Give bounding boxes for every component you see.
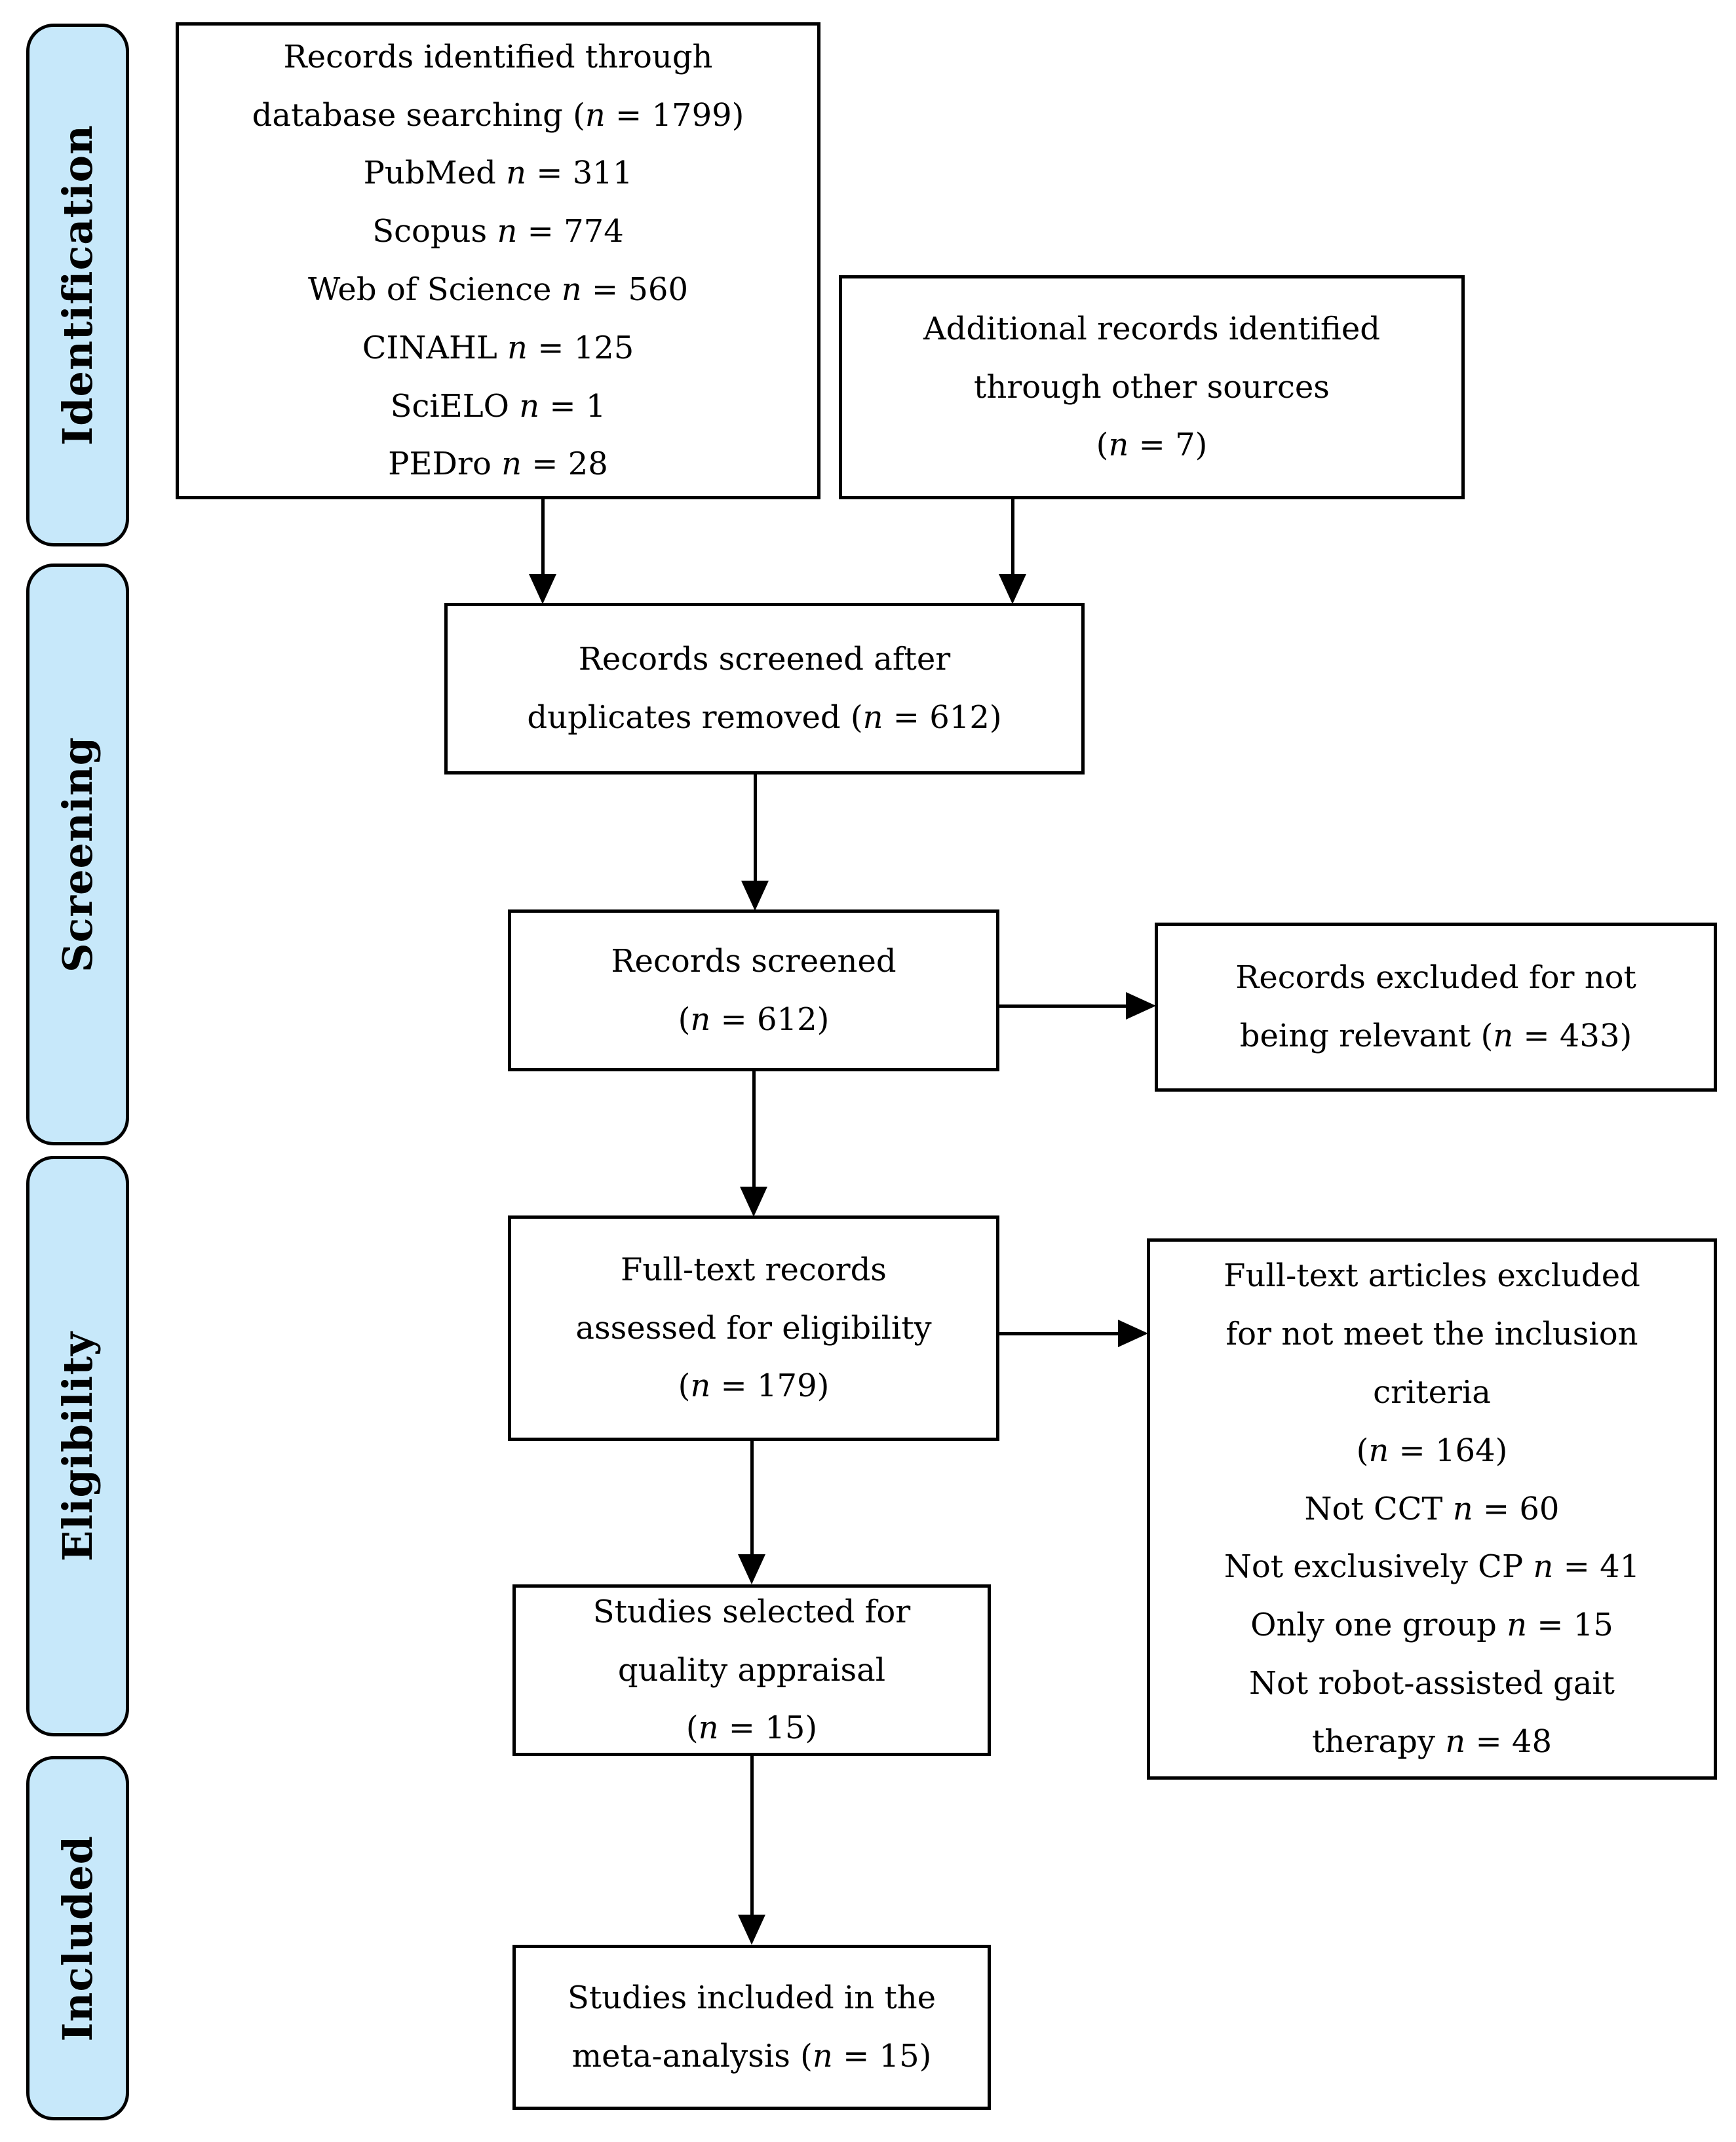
connector-quality-to-included [750,1756,754,1917]
stage-screening: Screening [26,564,129,1145]
stage-identification: Identification [26,24,129,546]
stage-included: Included [26,1756,129,2120]
stage-eligibility: Eligibility [26,1156,129,1736]
stage-included-label: Included [54,1835,102,2042]
connector-screened-to-excluded [999,1004,1130,1008]
connector-screened-to-fulltext [752,1071,756,1189]
stage-screening-label: Screening [54,736,102,973]
connector-fulltext-to-quality [750,1441,754,1557]
arrowhead-down-icon [740,1187,767,1217]
arrowhead-down-icon [741,881,769,911]
arrowhead-down-icon [529,574,556,604]
connector-additional-to-duplicates [1011,499,1014,577]
records-screened-text: Records screened(n = 612) [611,942,897,1038]
arrowhead-down-icon [738,1915,765,1945]
stage-eligibility-label: Eligibility [54,1331,102,1561]
arrowhead-right-icon [1118,1320,1148,1347]
connector-identified-to-duplicates [541,499,545,577]
arrowhead-down-icon [738,1554,765,1584]
connector-fulltext-to-excluded [999,1332,1121,1335]
stage-identification-label: Identification [54,124,102,446]
box-records-screened: Records screened(n = 612) [508,909,999,1071]
connector-duplicates-to-screened [754,775,757,883]
arrowhead-down-icon [999,574,1026,604]
arrowhead-right-icon [1126,992,1156,1020]
